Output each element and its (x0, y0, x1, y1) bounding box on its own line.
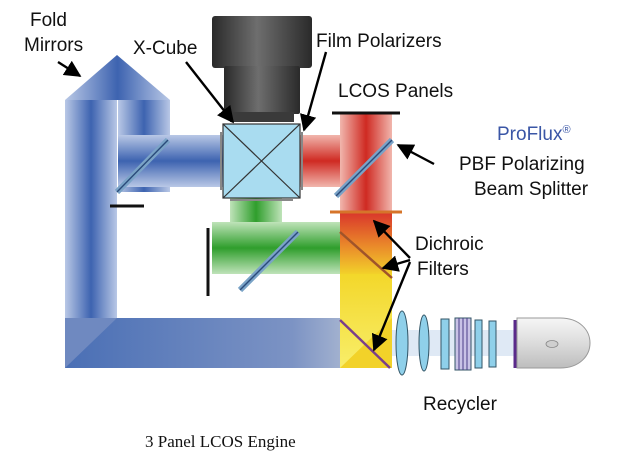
label-dichroic: Dichroic (415, 234, 484, 255)
lamp-arc (545, 340, 559, 348)
lens-3 (440, 318, 450, 370)
diagram-caption: 3 Panel LCOS Engine (145, 432, 296, 451)
label-recycler: Recycler (423, 394, 498, 415)
label-fold: Fold (30, 10, 67, 31)
lens-2 (418, 314, 430, 372)
label-beam-splitter: Beam Splitter (474, 179, 589, 200)
fold-mirror-top (65, 55, 170, 100)
dichroic-arrow-upper (372, 219, 411, 259)
projection-lens (212, 16, 312, 122)
blue-left-column (65, 100, 117, 346)
dichroic-arrow-middle (381, 255, 411, 272)
dichroic-arrow-lower (371, 261, 412, 352)
x-cube (220, 123, 303, 201)
label-proflux: ProFlux® (497, 124, 571, 145)
yellow-fold (340, 318, 392, 368)
dichroic-filter-bottom (339, 319, 391, 369)
film-polarizers-arrow (300, 51, 328, 132)
label-pbf-polarizing: PBF Polarizing (459, 154, 585, 175)
x-cube-arrow (185, 61, 235, 124)
blue-bottom-band (65, 318, 390, 368)
blue-light-path (65, 55, 390, 368)
lens-4 (474, 319, 483, 369)
label-film-polarizers: Film Polarizers (316, 31, 442, 52)
proflux-registered-mark: ® (562, 124, 570, 136)
fold-mirror-bottom-left (65, 318, 117, 368)
proflux-brand-text: ProFlux (497, 124, 563, 145)
label-filters: Filters (417, 259, 469, 280)
label-mirrors: Mirrors (24, 35, 83, 56)
lens-5 (488, 320, 497, 368)
annotation-arrows (57, 51, 435, 352)
pbf-arrow (396, 143, 435, 166)
fold-mirrors-arrow (57, 60, 82, 78)
lens-1 (395, 310, 409, 376)
label-lcos-panels: LCOS Panels (338, 81, 453, 102)
label-x-cube: X-Cube (133, 38, 197, 59)
orange-section (340, 212, 392, 274)
blue-horizontal-to-cube (118, 135, 228, 187)
red-light-path (300, 112, 392, 368)
recycler-assembly (392, 310, 591, 376)
